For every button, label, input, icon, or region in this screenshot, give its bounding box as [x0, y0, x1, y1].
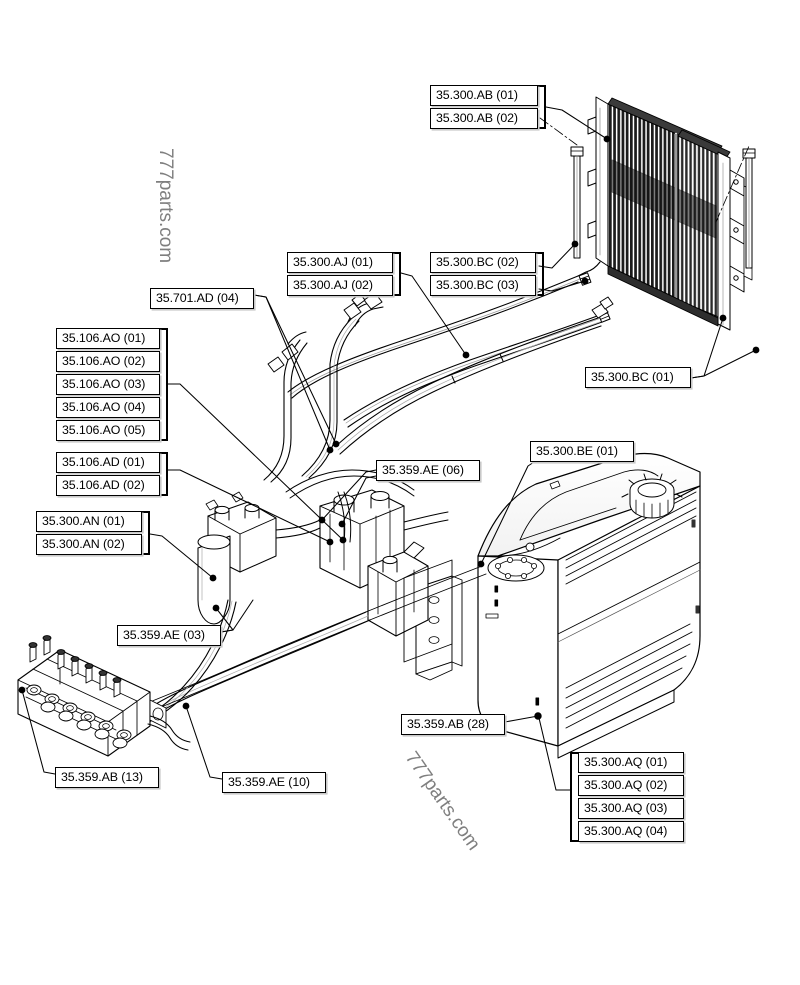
callout-label[interactable]: 35.106.AD (02) [56, 475, 160, 496]
callout-label[interactable]: 35.106.AO (02) [56, 351, 160, 372]
group-bracket [160, 452, 168, 496]
callout-label[interactable]: 35.300.BE (01) [530, 441, 634, 462]
callout-label[interactable]: 35.300.AQ (02) [578, 775, 684, 796]
callout-label[interactable]: 35.359.AE (10) [222, 772, 326, 793]
callout-label[interactable]: 35.300.BC (01) [585, 367, 691, 388]
callout-label[interactable]: 35.300.AN (02) [36, 534, 142, 555]
callout-label[interactable]: 35.300.AQ (01) [578, 752, 684, 773]
callout-label[interactable]: 35.300.AQ (03) [578, 798, 684, 819]
callout-label[interactable]: 35.701.AD (04) [150, 288, 254, 309]
long-rigid-tube [335, 296, 614, 455]
callout-label[interactable]: 35.359.AE (03) [117, 625, 221, 646]
callout-group-aq: 35.300.AQ (01) 35.300.AQ (02) 35.300.AQ … [570, 752, 684, 842]
group-bracket [142, 511, 150, 555]
cooler-mount-bolts [539, 117, 756, 269]
group-bracket [160, 328, 168, 441]
callout-group-ab: 35.300.AB (01) 35.300.AB (02) [430, 85, 546, 129]
callout-label[interactable]: 35.359.AB (13) [55, 767, 159, 788]
oil-cooler-assembly [587, 96, 753, 331]
callout-label[interactable]: 35.300.AN (01) [36, 511, 142, 532]
callout-label[interactable]: 35.300.AB (02) [430, 108, 538, 129]
callout-label[interactable]: 35.359.AB (28) [401, 714, 505, 735]
callout-group-bc: 35.300.BC (02) 35.300.BC (03) [430, 252, 544, 296]
group-bracket [538, 85, 546, 129]
group-bracket [536, 252, 544, 296]
callout-label[interactable]: 35.300.AJ (01) [287, 252, 393, 273]
callout-label[interactable]: 35.106.AD (01) [56, 452, 160, 473]
callout-group-ad: 35.106.AD (01) 35.106.AD (02) [56, 452, 168, 496]
group-bracket [570, 752, 578, 842]
callout-label[interactable]: 35.300.AB (01) [430, 85, 538, 106]
callout-group-aj: 35.300.AJ (01) 35.300.AJ (02) [287, 252, 401, 296]
callout-label[interactable]: 35.300.BC (03) [430, 275, 536, 296]
hydraulic-tank [415, 452, 701, 759]
bent-tube-assembly [263, 292, 384, 483]
callout-label[interactable]: 35.359.AE (06) [376, 460, 480, 481]
callout-group-an: 35.300.AN (01) 35.300.AN (02) [36, 511, 150, 555]
callout-group-ao: 35.106.AO (01) 35.106.AO (02) 35.106.AO … [56, 328, 168, 441]
callout-label[interactable]: 35.300.AJ (02) [287, 275, 393, 296]
group-bracket [393, 252, 401, 296]
callout-label[interactable]: 35.106.AO (03) [56, 374, 160, 395]
callout-label[interactable]: 35.300.BC (02) [430, 252, 536, 273]
callout-label[interactable]: 35.106.AO (05) [56, 420, 160, 441]
callout-label[interactable]: 35.106.AO (01) [56, 328, 160, 349]
pump-valve-cluster [197, 469, 453, 663]
callout-label[interactable]: 35.300.AQ (04) [578, 821, 684, 842]
callout-label[interactable]: 35.106.AO (04) [56, 397, 160, 418]
control-valve-bank [17, 635, 191, 757]
